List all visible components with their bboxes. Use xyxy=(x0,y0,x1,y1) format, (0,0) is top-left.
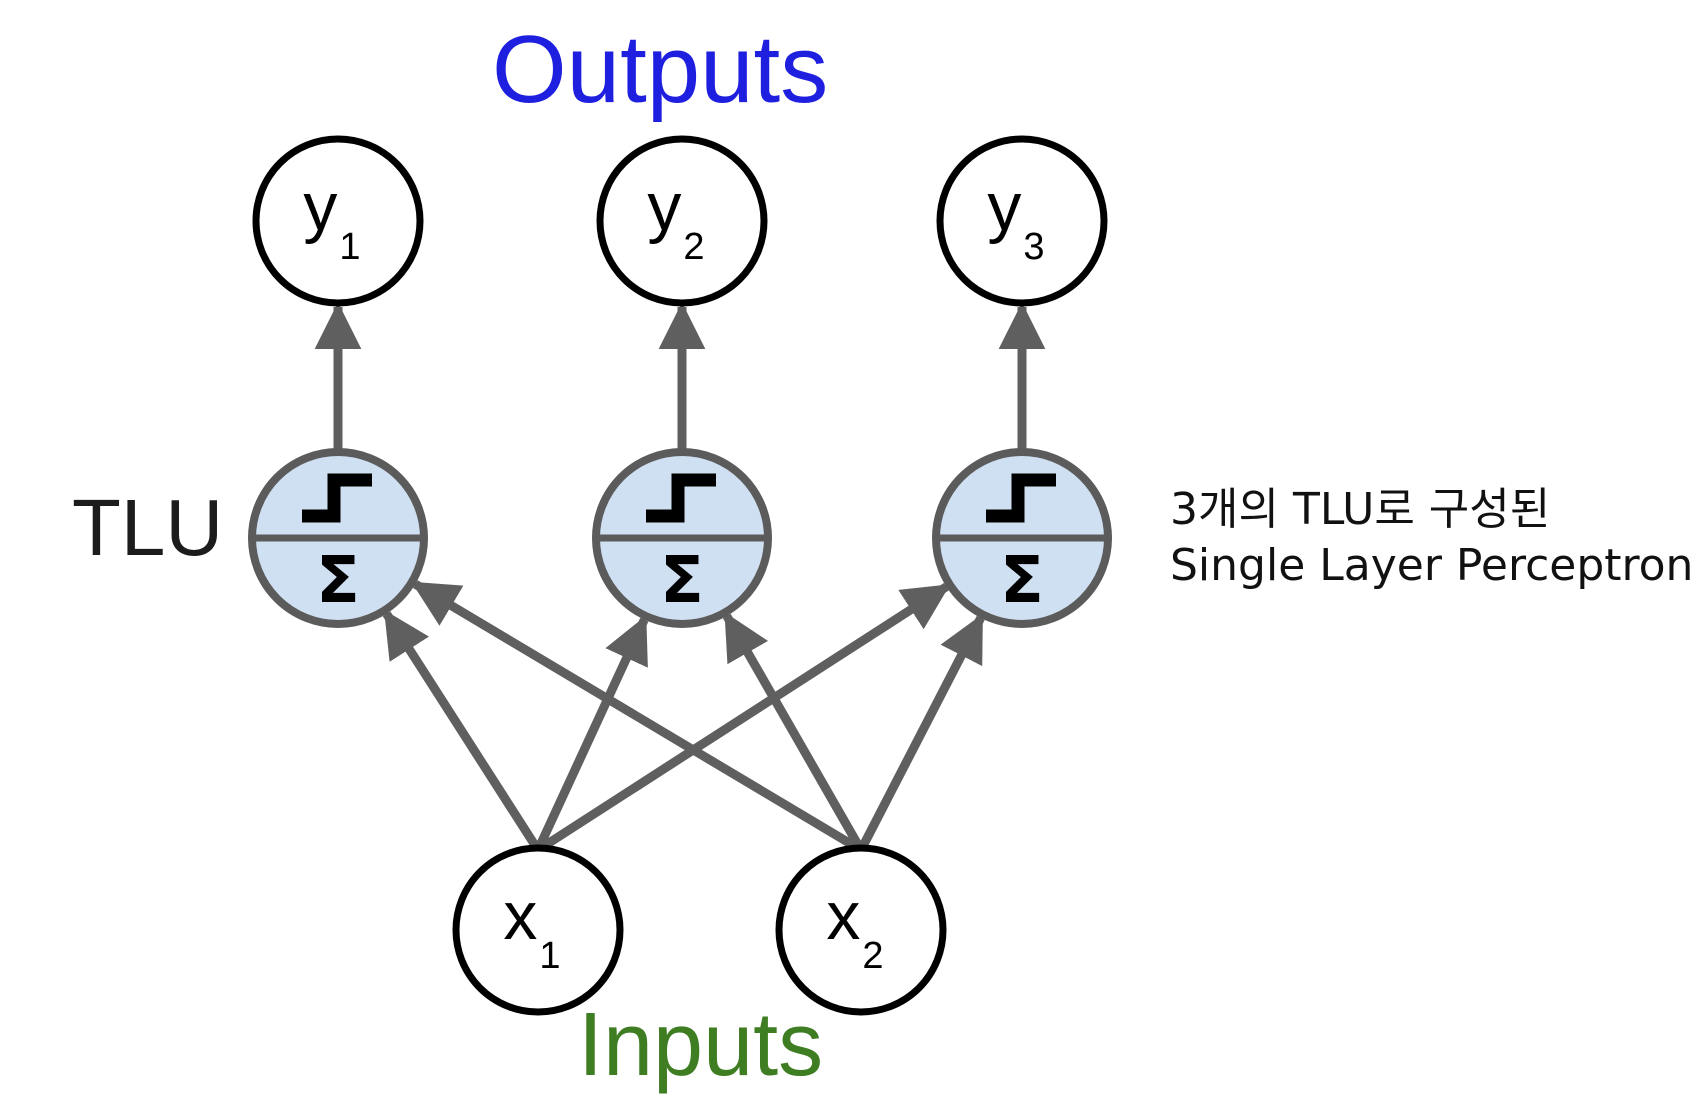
node-variable: y xyxy=(647,169,682,245)
step-function-icon xyxy=(986,473,1056,523)
node-subscript: 1 xyxy=(339,225,361,268)
node-subscript: 2 xyxy=(862,934,884,977)
sigma-symbol: Σ xyxy=(1000,544,1044,618)
tlu-layer-label: TLU xyxy=(72,483,224,572)
tlu-node-tlu3: Σ xyxy=(932,448,1112,628)
input-node-x2 xyxy=(775,844,947,1016)
caption-line-2: Single Layer Perceptron xyxy=(1170,540,1694,592)
node-subscript: 2 xyxy=(683,225,705,268)
input-node-label-x2: x2 xyxy=(826,882,883,975)
connection-arrow-x2-tlu3 xyxy=(857,613,985,853)
tlu-node-tlu2: Σ xyxy=(592,448,772,628)
input-node-label-x1: x1 xyxy=(503,882,560,975)
output-node-y3 xyxy=(936,135,1108,307)
output-node-label-y3: y3 xyxy=(987,173,1044,266)
connection-arrow-x1-tlu1 xyxy=(382,609,542,853)
outputs-title: Outputs xyxy=(492,16,829,123)
node-variable: x xyxy=(503,878,538,954)
inputs-title: Inputs xyxy=(578,995,824,1095)
input-node-x1 xyxy=(452,844,624,1016)
output-node-y1 xyxy=(252,135,424,307)
output-node-label-y2: y2 xyxy=(647,173,704,266)
node-variable: y xyxy=(303,169,338,245)
step-function-icon xyxy=(646,473,716,523)
diagram-caption: 3개의 TLU로 구성된 Single Layer Perceptron xyxy=(1170,482,1693,595)
node-subscript: 3 xyxy=(1023,225,1045,268)
tlu-node-tlu1: Σ xyxy=(248,448,428,628)
caption-line-1: 3개의 TLU로 구성된 xyxy=(1170,484,1551,535)
step-function-icon xyxy=(302,473,372,523)
output-node-label-y1: y1 xyxy=(303,173,360,266)
connections xyxy=(314,302,1046,854)
connection-arrow-x1-tlu3 xyxy=(535,582,951,854)
node-variable: y xyxy=(987,169,1022,245)
connection-arrow-x2-tlu2 xyxy=(722,612,865,853)
sigma-symbol: Σ xyxy=(660,544,704,618)
node-subscript: 1 xyxy=(539,934,561,977)
connection-arrow-x1-tlu2 xyxy=(533,615,649,852)
node-variable: x xyxy=(826,878,861,954)
sigma-symbol: Σ xyxy=(316,544,360,618)
connection-arrow-x2-tlu1 xyxy=(411,580,864,854)
output-node-y2 xyxy=(596,135,768,307)
